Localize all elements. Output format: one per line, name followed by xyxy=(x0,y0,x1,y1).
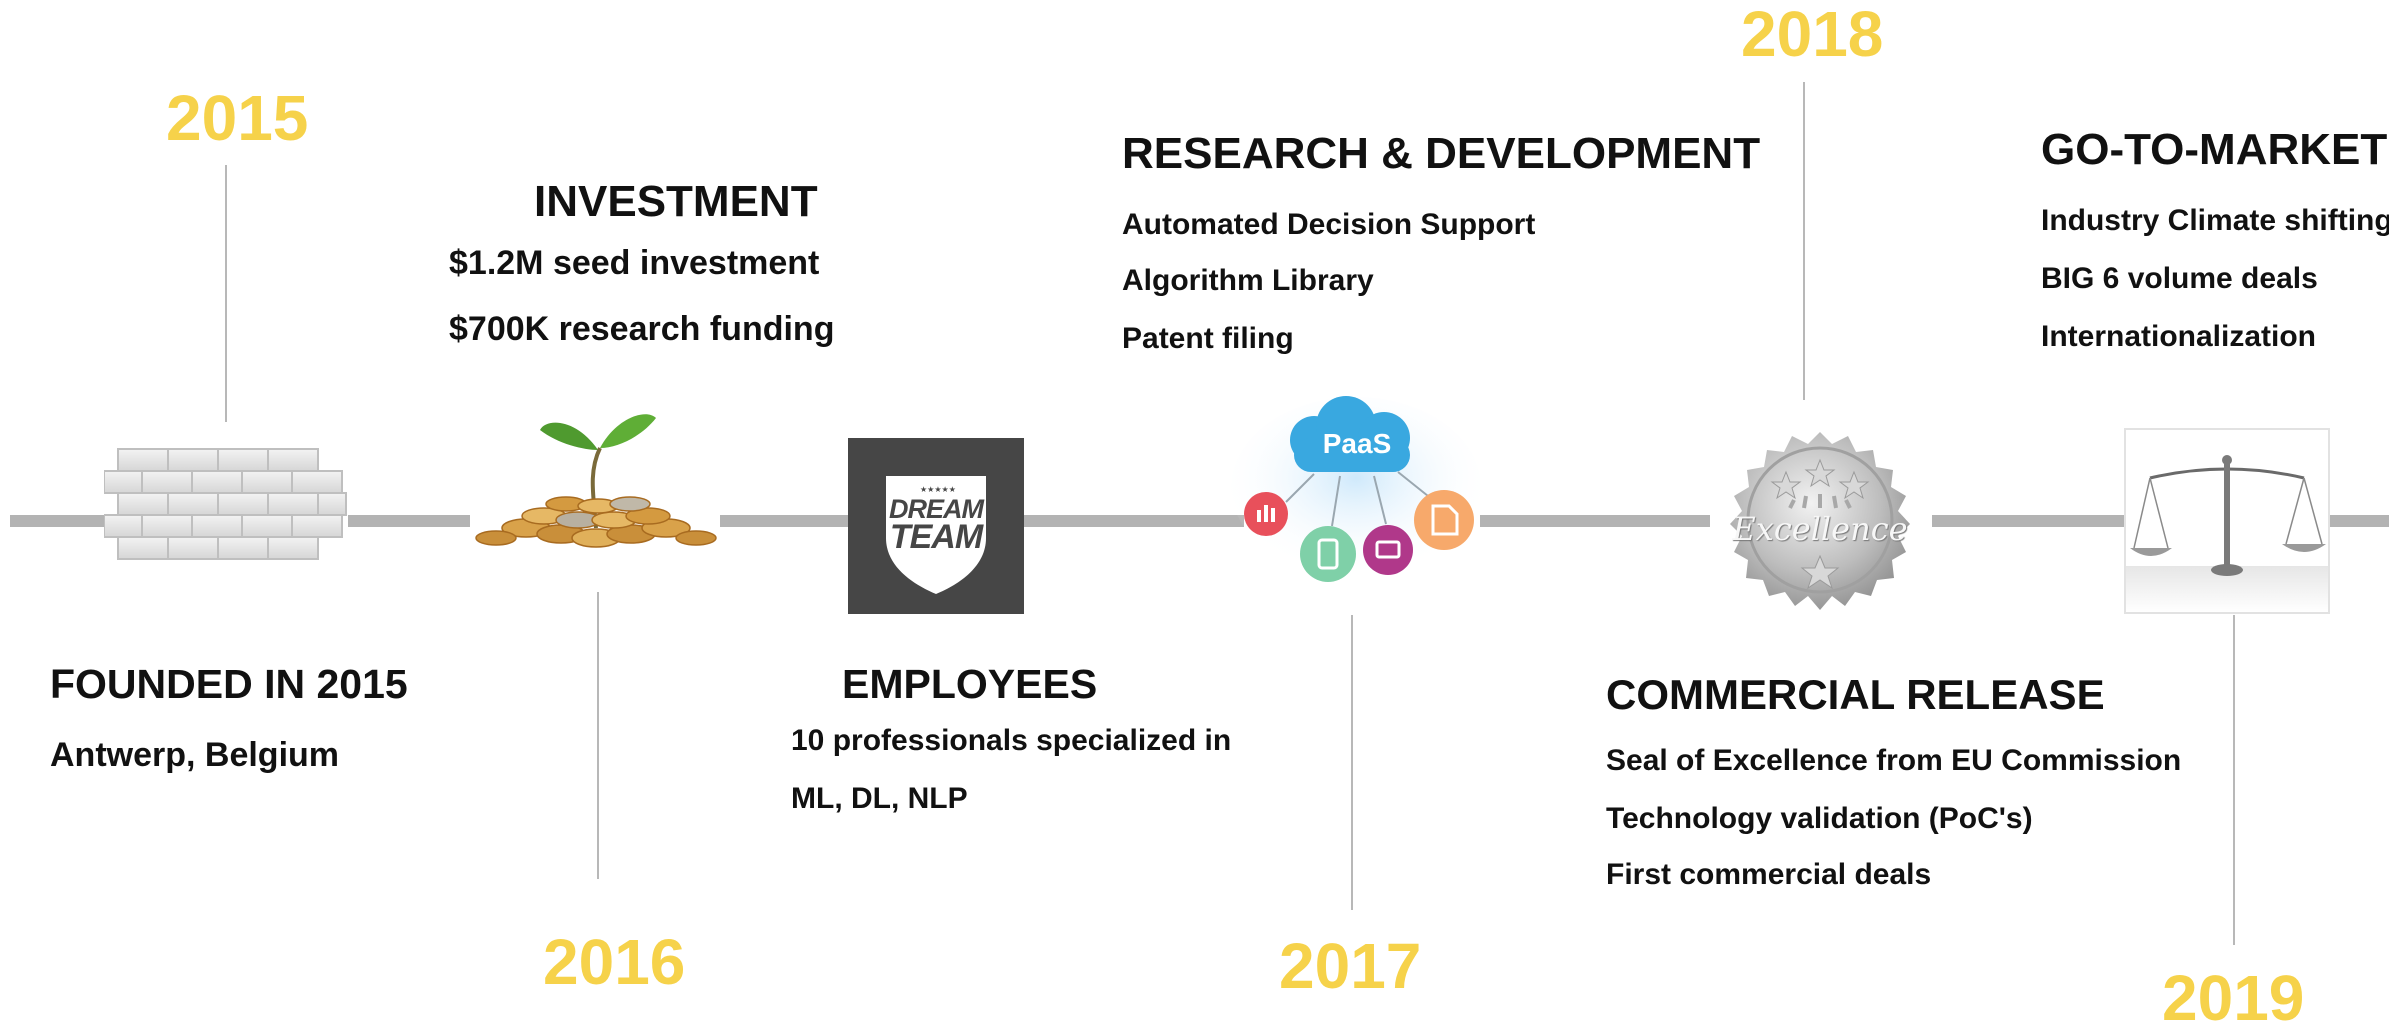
badge-line-2: TEAM xyxy=(889,518,983,556)
rnd-item-decision: Automated Decision Support xyxy=(1122,208,1536,241)
commercial-item-seal: Seal of Excellence from EU Commission xyxy=(1606,744,2182,777)
gtm-item-international: Internationalization xyxy=(2041,320,2317,353)
year-2017: 2017 xyxy=(1279,930,1422,1002)
investment-item-seed: $1.2M seed investment xyxy=(449,244,820,282)
year-2019: 2019 xyxy=(2162,962,2305,1034)
seal-label: Excellence xyxy=(1732,510,1908,548)
timeline-segment xyxy=(720,515,848,527)
paas-cloud-icon: PaaS xyxy=(1228,392,1484,592)
employees-title: EMPLOYEES xyxy=(842,661,1098,707)
rnd-title: RESEARCH & DEVELOPMENT xyxy=(1122,129,1761,178)
rnd-item-patent: Patent filing xyxy=(1122,322,1294,355)
commercial-title: COMMERCIAL RELEASE xyxy=(1606,671,2105,718)
founded-title: FOUNDED IN 2015 xyxy=(50,661,408,707)
connector-2019 xyxy=(2233,615,2235,945)
gtm-item-big6: BIG 6 volume deals xyxy=(2041,262,2318,295)
timeline-segment xyxy=(2330,515,2389,527)
founded-location: Antwerp, Belgium xyxy=(50,736,340,774)
investment-item-research: $700K research funding xyxy=(449,310,835,348)
employees-item-count: 10 professionals specialized in xyxy=(791,724,1232,757)
badge-line-1: DREAM xyxy=(889,494,984,524)
connector-2018 xyxy=(1803,82,1805,400)
plant-coins-icon xyxy=(466,378,726,558)
balance-scale-icon xyxy=(2124,428,2330,614)
dream-team-shield-icon: ★★★★★ DREAM TEAM xyxy=(848,438,1024,614)
svg-text:★★★★★: ★★★★★ xyxy=(920,485,956,494)
connector-2015 xyxy=(225,165,227,422)
paas-label: PaaS xyxy=(1322,428,1392,459)
excellence-seal-icon: Excellence xyxy=(1708,408,1932,632)
rnd-item-library: Algorithm Library xyxy=(1122,264,1374,297)
timeline-segment xyxy=(1024,515,1244,527)
commercial-item-deals: First commercial deals xyxy=(1606,858,1932,891)
brick-wall-icon xyxy=(103,445,348,571)
year-2016: 2016 xyxy=(543,926,686,998)
employees-item-skills: ML, DL, NLP xyxy=(791,782,968,815)
timeline-segment xyxy=(348,515,470,527)
timeline-segment xyxy=(10,515,104,527)
year-2018: 2018 xyxy=(1741,0,1884,70)
timeline-segment xyxy=(1480,515,1710,527)
timeline-segment xyxy=(1932,515,2124,527)
investment-title: INVESTMENT xyxy=(534,177,818,226)
commercial-item-validation: Technology validation (PoC's) xyxy=(1606,802,2033,835)
connector-2017 xyxy=(1351,615,1353,910)
gtm-title: GO-TO-MARKET xyxy=(2041,125,2388,174)
connector-2016 xyxy=(597,592,599,879)
gtm-item-climate: Industry Climate shifting xyxy=(2041,204,2389,237)
year-2015: 2015 xyxy=(166,82,309,154)
